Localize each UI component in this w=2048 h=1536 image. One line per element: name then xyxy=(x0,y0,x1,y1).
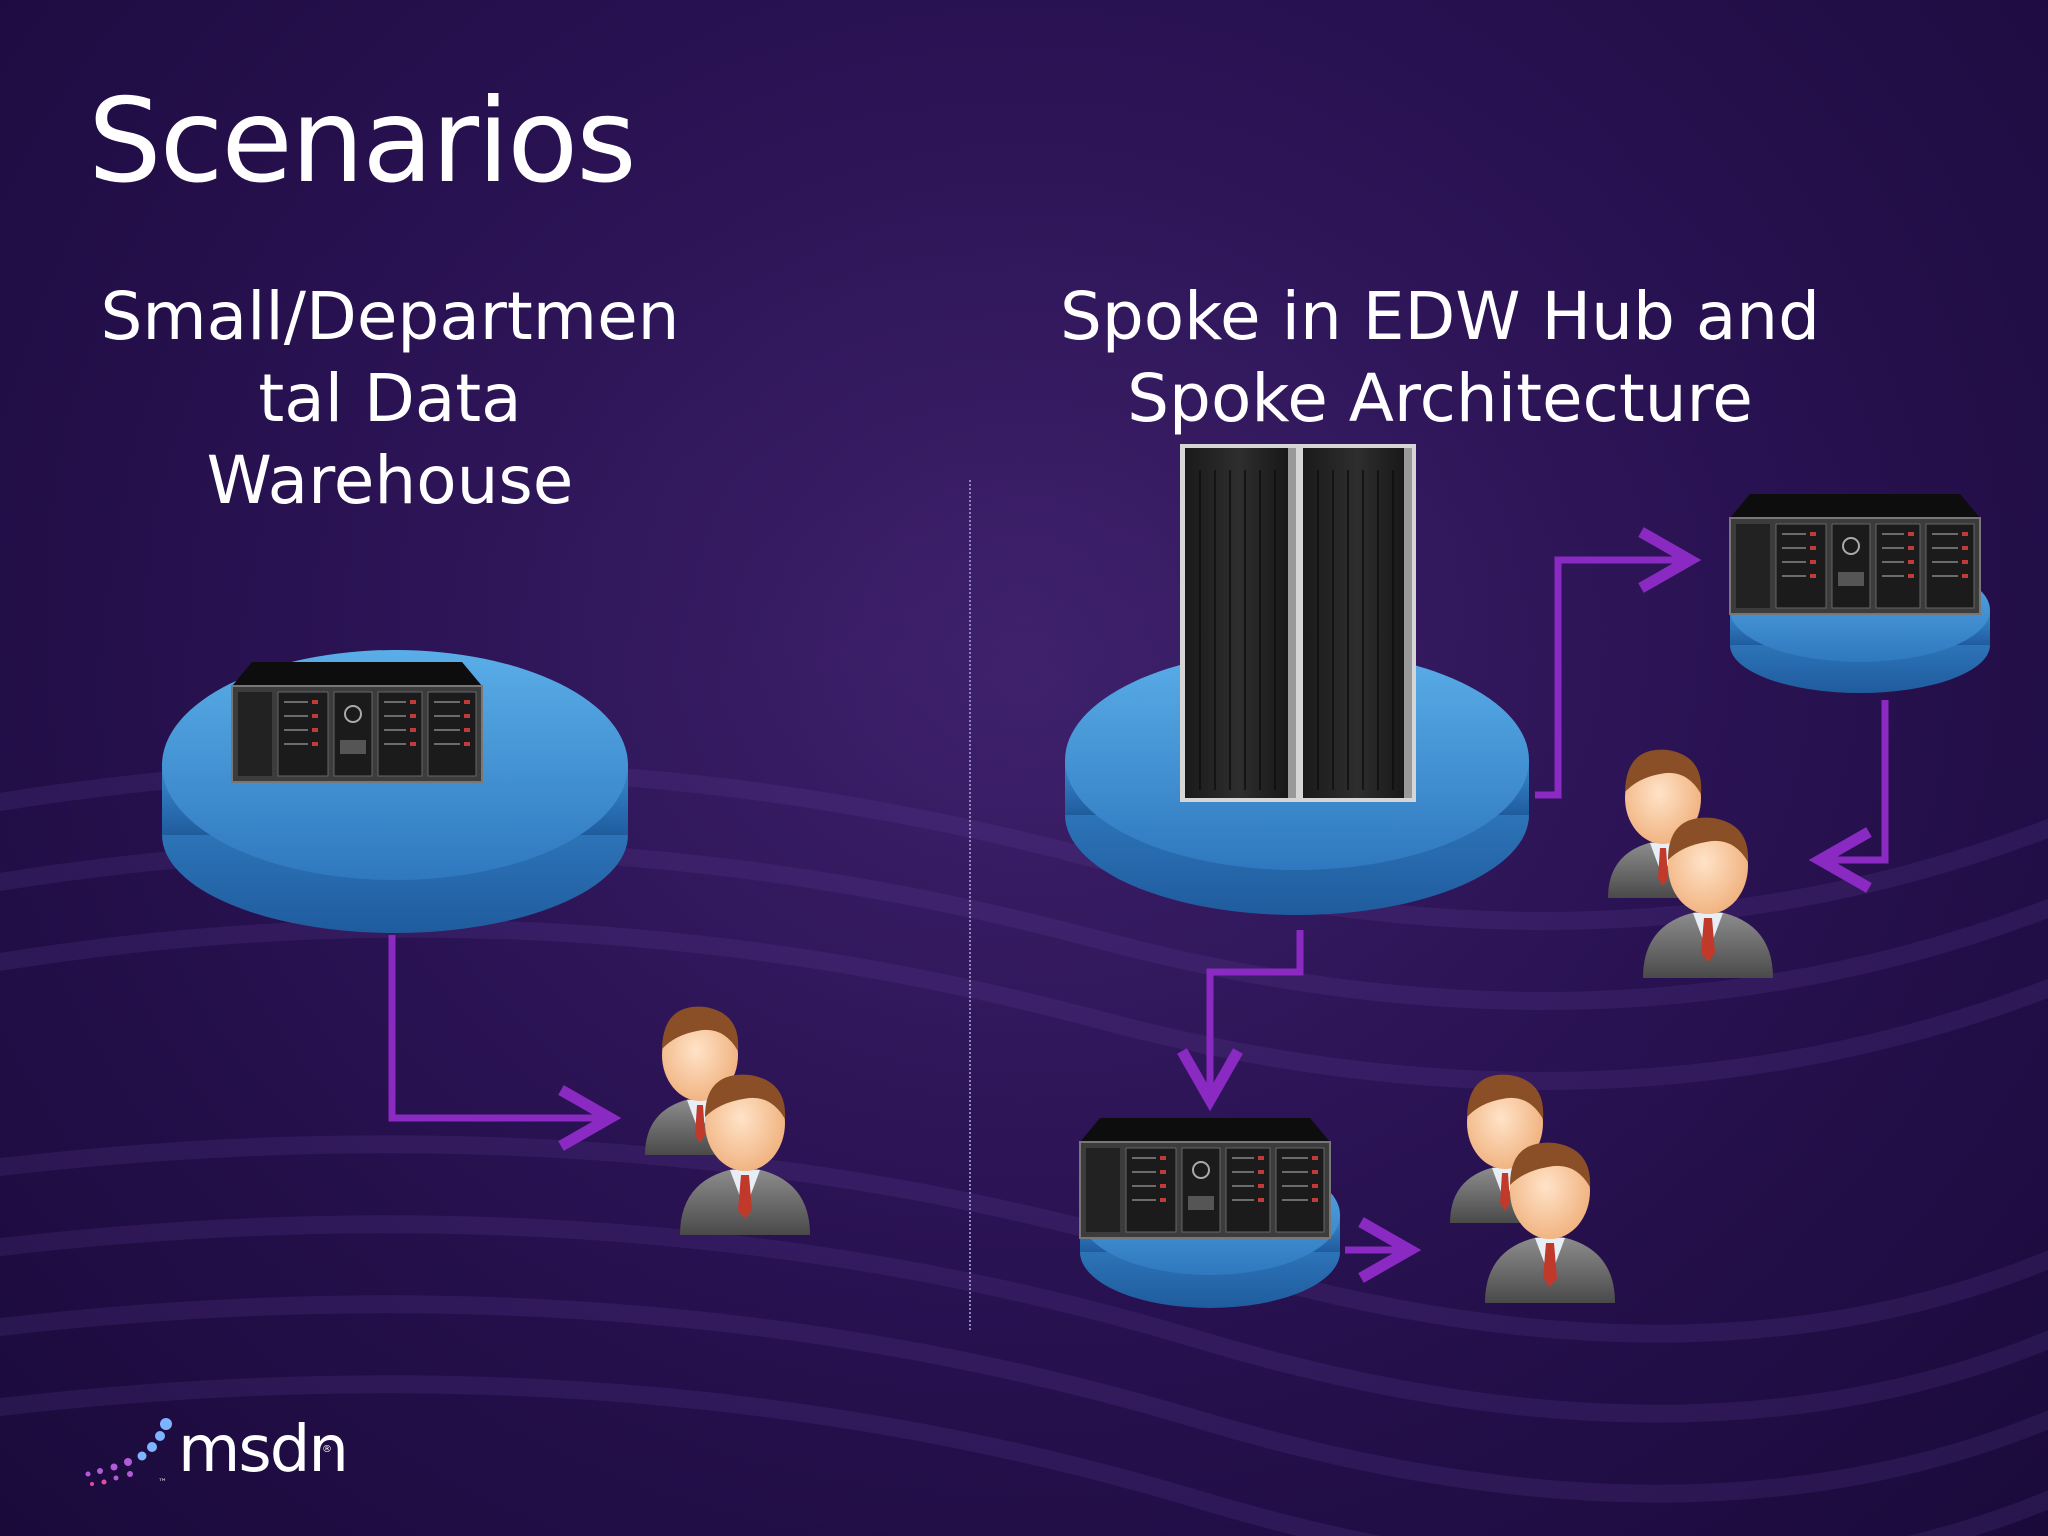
users-icon xyxy=(1608,749,1773,978)
right-heading-line: Spoke Architecture xyxy=(1127,360,1753,437)
right-scenario-heading: Spoke in EDW Hub and Spoke Architecture xyxy=(1040,276,1840,440)
users-icon xyxy=(1450,1074,1615,1303)
left-heading-line: Warehouse xyxy=(206,442,574,519)
users-icon xyxy=(645,1006,810,1235)
arrow-icon xyxy=(1808,700,1889,893)
slide-title: Scenarios xyxy=(88,74,637,209)
right-heading-line: Spoke in EDW Hub and xyxy=(1059,278,1821,355)
left-heading-line: tal Data xyxy=(258,360,522,437)
msdn-logo-reg: ® xyxy=(322,1444,332,1455)
database-server-icon xyxy=(231,661,483,783)
scenario-divider xyxy=(969,480,971,1330)
arrow-icon xyxy=(1535,527,1702,799)
storage-rack-icon xyxy=(1180,444,1416,802)
left-scenario-heading: Small/Departmen tal Data Warehouse xyxy=(90,276,690,522)
msdn-logo xyxy=(85,1418,172,1486)
arrow-icon xyxy=(1177,930,1304,1112)
msdn-logo-text: msdn xyxy=(178,1413,349,1487)
database-server-icon xyxy=(1729,493,1981,615)
msdn-logo-tm: ™ xyxy=(158,1478,167,1488)
left-heading-line: Small/Departmen xyxy=(100,278,680,355)
arrow-icon xyxy=(388,935,622,1151)
database-server-icon xyxy=(1079,1117,1331,1239)
